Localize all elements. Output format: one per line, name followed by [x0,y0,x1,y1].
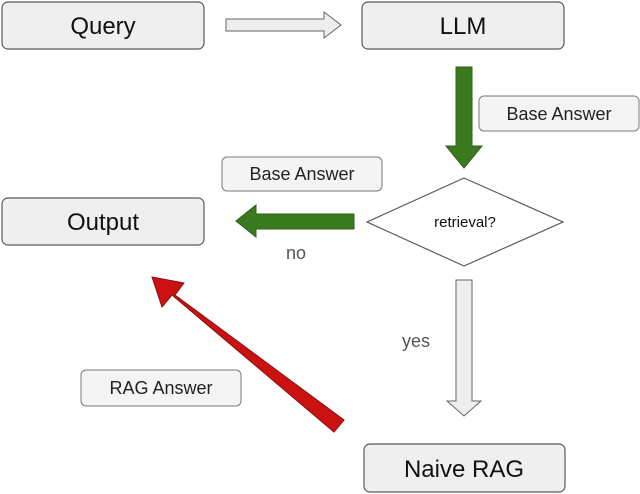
query-to-llm-arrow [225,10,342,40]
decision-to-naive-rag-arrow [445,279,483,417]
query-node: Query [1,1,205,50]
yes-edge-label: yes [402,331,430,351]
llm-node-label: LLM [440,13,487,40]
no-edge-label: no [286,243,306,263]
retrieval-decision-label: retrieval? [434,214,496,231]
base-answer-label-right: Base Answer [478,95,640,132]
llm-to-decision-arrow [444,66,484,169]
output-node-label: Output [67,209,139,236]
naive-rag-to-output-arrow [151,276,345,433]
base-answer-label-left: Base Answer [221,156,383,192]
rag-answer-label: RAG Answer [80,369,242,407]
query-node-label: Query [70,13,135,40]
llm-node: LLM [361,1,565,50]
naive-rag-node-label: Naive RAG [404,456,524,483]
decision-to-output-arrow [235,203,355,239]
rag-answer-text: RAG Answer [109,378,212,398]
base-answer-right-text: Base Answer [506,104,611,124]
naive-rag-node: Naive RAG [363,443,566,493]
output-node: Output [1,197,205,246]
base-answer-left-text: Base Answer [249,164,354,184]
retrieval-decision-node: retrieval? [365,177,565,267]
